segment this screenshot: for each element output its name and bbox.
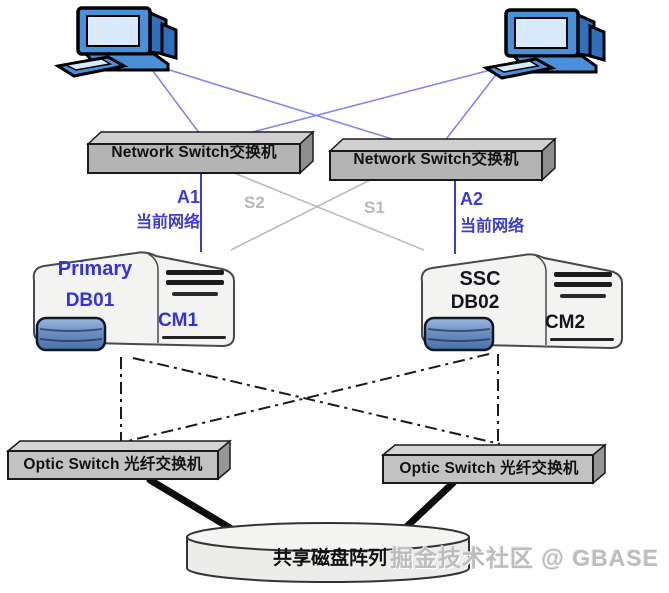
link-a2-caption: 当前网络 — [460, 218, 525, 235]
standby-network-links — [230, 172, 425, 251]
server-vent — [550, 338, 614, 341]
server-box-right — [420, 253, 623, 352]
link-s2-label: S2 — [244, 193, 265, 212]
server-slot — [560, 294, 606, 298]
link-pc-right-to-switch-right — [439, 66, 503, 148]
network-switch-box-right — [328, 137, 557, 182]
network-switch-right-label: Network Switch交换机 — [353, 151, 519, 168]
link-a2-label: A2 — [460, 189, 484, 209]
link-s1-label: S1 — [364, 198, 385, 217]
optic-switch-left-label: Optic Switch 光纤交换机 — [23, 456, 203, 473]
link-pc-right-to-switch-left — [244, 66, 503, 135]
server-slot — [554, 272, 612, 277]
database-disk-icon-left — [35, 316, 107, 352]
server-right-node-label: CM2 — [544, 312, 586, 333]
link-s1 — [230, 178, 373, 251]
optic-switch-box-right — [380, 443, 608, 485]
database-disk-icon-right — [423, 316, 495, 352]
fiber-server-right-to-optic-left — [127, 353, 490, 442]
link-pc-left-to-switch-left — [146, 62, 201, 135]
server-slot — [554, 282, 612, 287]
server-left-db-label: DB01 — [65, 290, 115, 311]
server-slot — [172, 292, 218, 296]
server-slot — [166, 270, 224, 275]
optic-switch-right-label: Optic Switch 光纤交换机 — [399, 460, 579, 477]
server-right-db-label: DB02 — [450, 292, 500, 313]
client-links — [146, 62, 503, 148]
server-box-left — [32, 251, 235, 352]
server-right-role-label: SSC — [459, 268, 501, 290]
server-left-node-label: CM1 — [157, 310, 199, 331]
link-pc-left-to-switch-right — [146, 62, 419, 148]
optic-switch-box-left — [5, 439, 233, 481]
storage-links — [146, 476, 457, 535]
server-left-role-label: Primary — [57, 258, 133, 280]
fiber-links — [120, 353, 501, 445]
active-network-links — [200, 173, 456, 254]
network-switch-left-label: Network Switch交换机 — [111, 144, 277, 161]
fiber-server-left-to-optic-right — [132, 357, 501, 445]
disk-array-cylinder-icon — [186, 522, 470, 583]
link-optic-left-to-storage — [146, 476, 234, 532]
disk-array-label: 共享磁盘阵列 — [272, 548, 387, 569]
network-switch-box-left — [86, 130, 315, 175]
computer-icon-right — [481, 8, 606, 80]
link-a1-caption: 当前网络 — [135, 214, 200, 231]
link-a1-label: A1 — [176, 187, 200, 207]
server-vent — [162, 336, 226, 339]
watermark: 掘金技术社区 @ GBASE — [390, 545, 659, 571]
link-s2 — [233, 172, 425, 251]
computer-icon-left — [53, 6, 178, 78]
server-slot — [166, 280, 224, 285]
link-optic-right-to-storage — [398, 479, 457, 535]
